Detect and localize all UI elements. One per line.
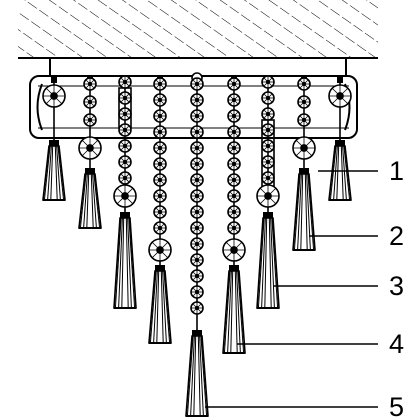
tassel [42,140,66,201]
tassel [113,212,137,309]
callout-2: 2 [389,221,404,251]
ceiling-hatching [18,0,378,58]
tassel-strand-3-right [256,75,280,309]
callout-1: 1 [389,156,404,186]
outer-tassel-strand-right [328,77,352,201]
callout-4: 4 [389,329,404,359]
tassel-strand-2-left [78,77,102,229]
tassel [148,265,172,344]
tassel [78,168,102,229]
ceiling [18,0,378,59]
mounting-bracket [49,58,347,76]
tassel-strand-4-left [148,77,172,344]
tassel [222,265,246,354]
tassel [185,330,209,417]
tassel-strand-4-right [222,77,246,354]
tassel [292,168,316,251]
tassel [328,140,352,201]
tassel-strand-3-left [113,75,137,309]
tassel [256,212,280,309]
callout-3: 3 [389,271,404,301]
center-tassel-strand [185,72,209,417]
callout-5: 5 [389,392,404,419]
tassel-strands [42,72,352,417]
tassel-strand-2-right [292,77,316,251]
outer-tassel-strand-left [42,77,66,201]
callout-leaders [205,170,378,408]
